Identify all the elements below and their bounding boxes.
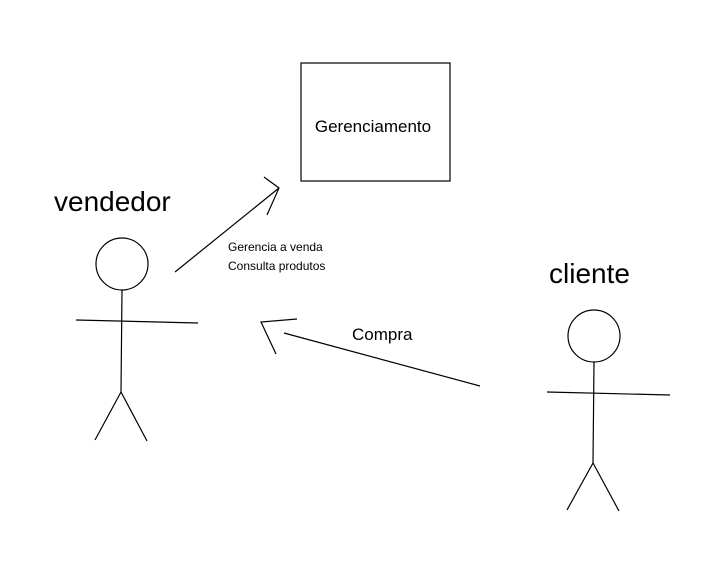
- association-seller-to-system-arrowhead: [263, 176, 280, 216]
- actor-client-right-leg: [592, 462, 620, 512]
- actor-client-head: [567, 309, 621, 363]
- association-seller-to-system[interactable]: Gerencia a venda Consulta produtos: [174, 176, 325, 273]
- actor-client-arms: [546, 391, 671, 396]
- actor-client[interactable]: cliente: [546, 258, 671, 512]
- actor-seller-label: vendedor: [54, 186, 171, 217]
- system-box[interactable]: Gerenciamento: [300, 62, 451, 182]
- actor-seller-head: [95, 237, 149, 291]
- system-box-label: Gerenciamento: [315, 117, 431, 136]
- system-box-frame: [300, 62, 451, 182]
- actor-seller-arms: [75, 319, 199, 324]
- actor-client-body: [592, 361, 595, 464]
- association-seller-to-system-line: [174, 187, 280, 273]
- association-client-to-seller-label: Compra: [352, 325, 413, 344]
- actor-client-label: cliente: [549, 258, 630, 289]
- association-client-to-seller-arrowhead: [260, 318, 298, 355]
- association-seller-to-system-label-2: Consulta produtos: [228, 259, 325, 273]
- association-client-to-seller[interactable]: Compra: [260, 318, 481, 387]
- actor-seller-left-leg: [94, 391, 122, 441]
- actor-seller-body: [120, 289, 123, 393]
- association-client-to-seller-line: [283, 332, 481, 387]
- actor-seller[interactable]: vendedor: [54, 186, 199, 442]
- association-seller-to-system-label-1: Gerencia a venda: [228, 240, 323, 254]
- actor-seller-right-leg: [120, 391, 148, 442]
- actor-client-left-leg: [566, 462, 594, 511]
